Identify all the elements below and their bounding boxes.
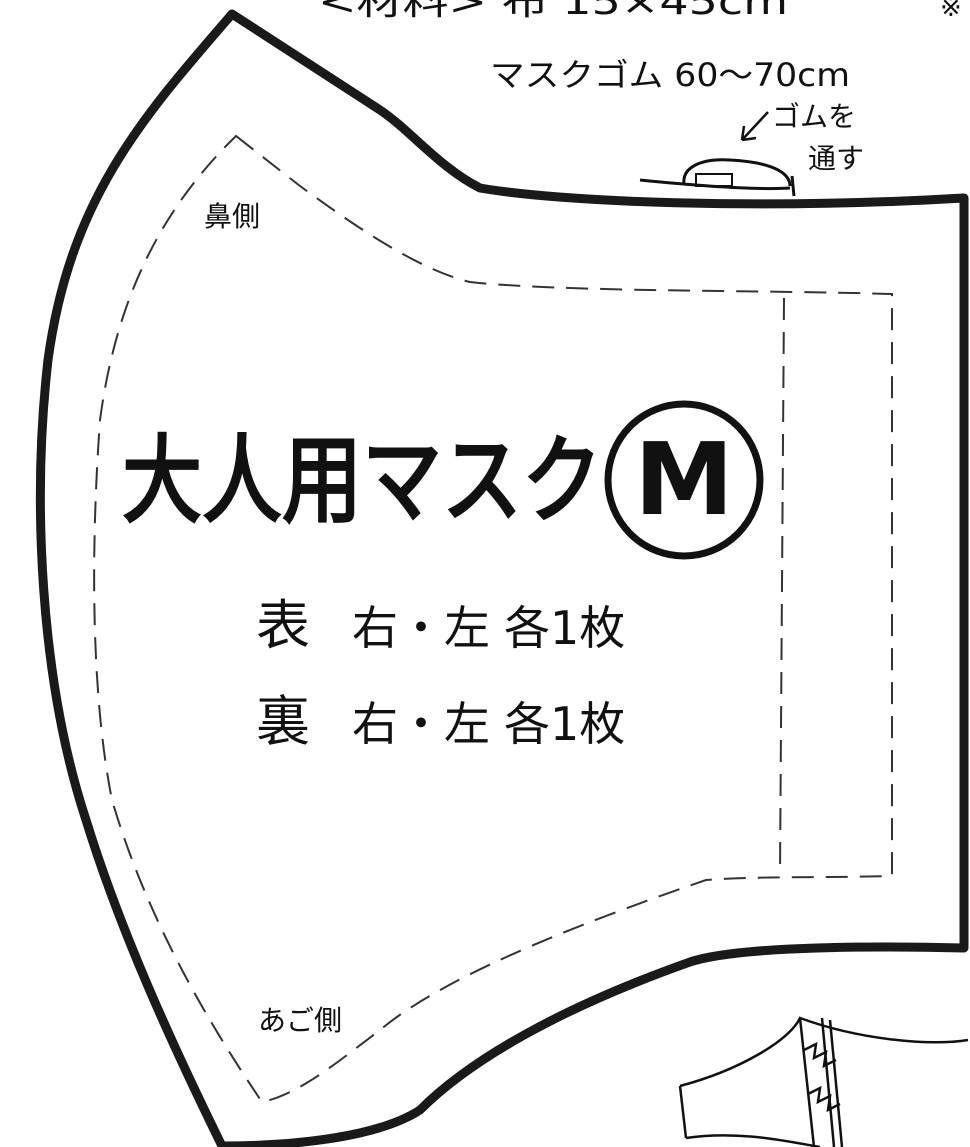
pattern-cut-line [35,9,969,1147]
materials-line: <材料> 布 15×45cm [318,0,788,23]
arrow-icon [740,111,769,142]
pattern-title: 大人用マスク [122,425,602,537]
back-fabric-label: 裏 [256,690,310,753]
elastic-note-line1: ゴムを [772,100,856,133]
fold-line [779,297,785,873]
nose-side-label: 鼻側 [204,200,260,233]
front-fabric-label: 表 [256,594,310,657]
pattern-seam-line [93,134,893,1104]
elastic-note-line2: 通す [808,142,864,175]
elastic-line: マスクゴム 60～70cm [490,56,850,94]
corner-mark: ※ [940,0,962,23]
chin-side-label: あご側 [258,1004,342,1037]
elastic-casing-sketch [639,158,796,197]
size-mark: M [634,421,734,538]
size-mark-circle [604,400,764,560]
back-count-label: 各1枚 [504,697,625,751]
finished-mask-sketch [678,1016,969,1147]
back-sides-label: 右・左 [352,697,490,751]
front-sides-label: 右・左 [352,601,490,655]
front-count-label: 各1枚 [504,601,625,655]
